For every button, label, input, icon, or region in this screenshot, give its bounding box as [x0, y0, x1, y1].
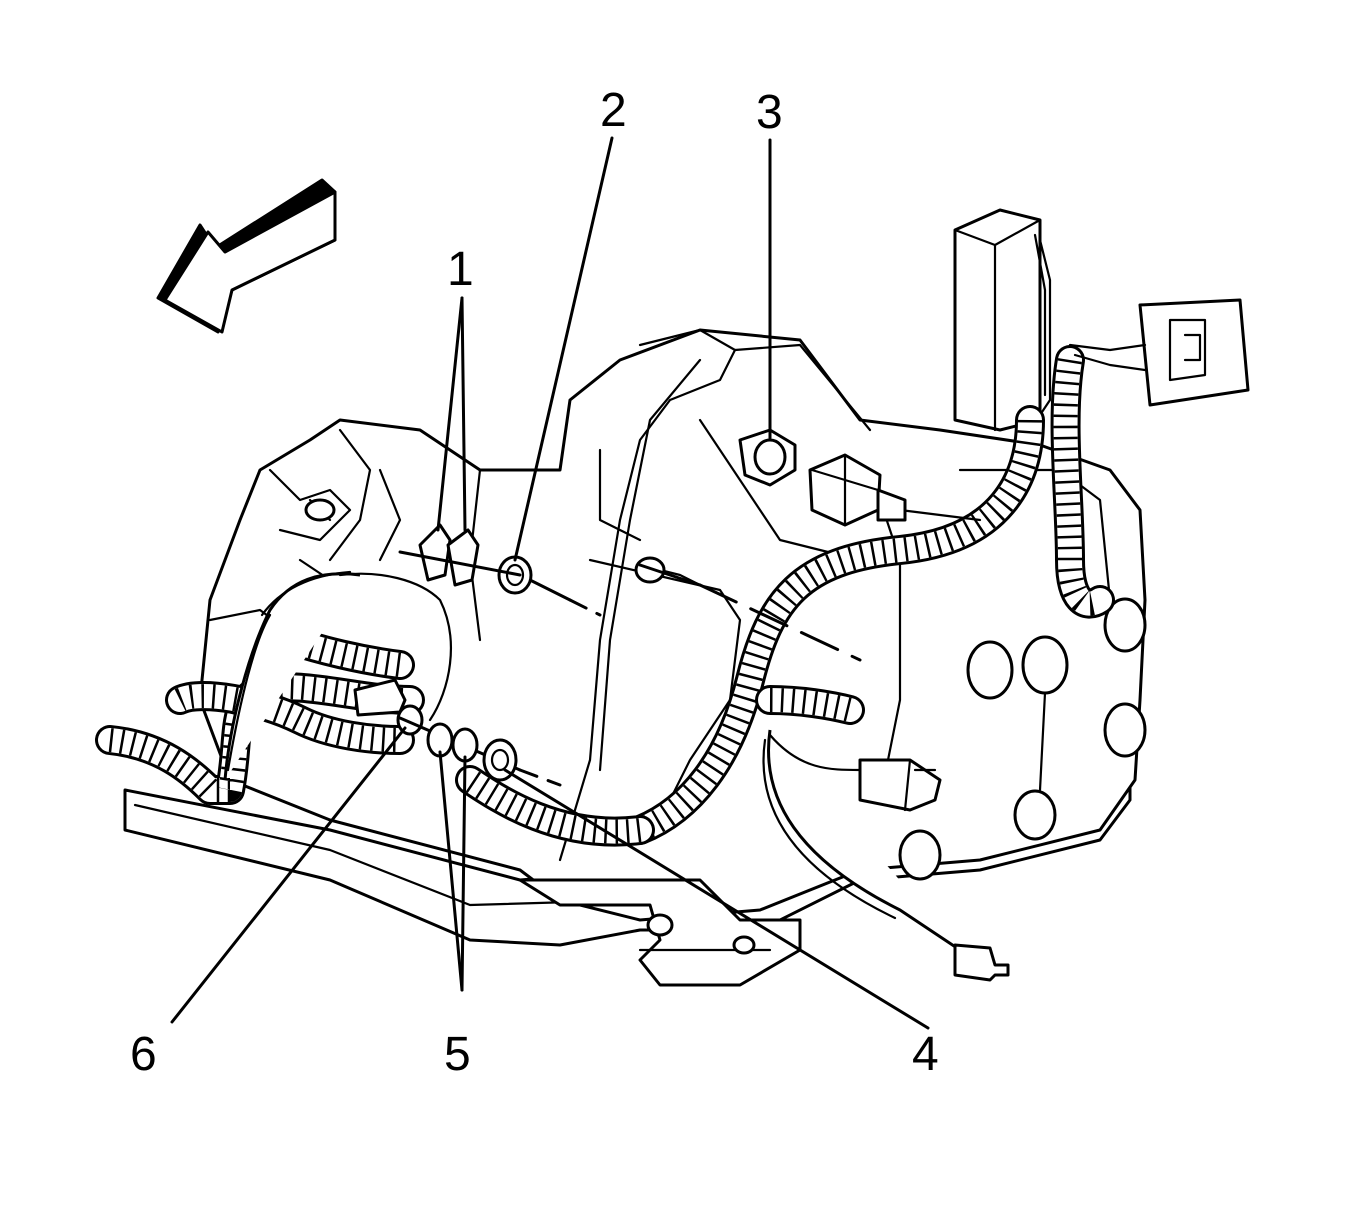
callout-1: 1	[447, 243, 474, 296]
leader-2	[513, 136, 614, 562]
callout-6: 6	[130, 1028, 157, 1081]
callout-labels: 1 2 3 4 5 6	[130, 84, 939, 1081]
callout-4: 4	[912, 1028, 939, 1081]
callout-3: 3	[756, 86, 783, 139]
front-direction-arrow-icon	[156, 178, 337, 334]
callout-leaders	[170, 136, 930, 1030]
leader-6	[170, 726, 407, 1024]
leader-1a	[436, 296, 464, 532]
callout-5: 5	[444, 1028, 471, 1081]
leader-5a	[438, 750, 464, 992]
leader-4	[503, 768, 930, 1030]
callout-2: 2	[600, 84, 627, 137]
leader-5b	[460, 755, 467, 992]
wiring-harness	[95, 343, 1147, 982]
leader-1b	[460, 296, 467, 532]
